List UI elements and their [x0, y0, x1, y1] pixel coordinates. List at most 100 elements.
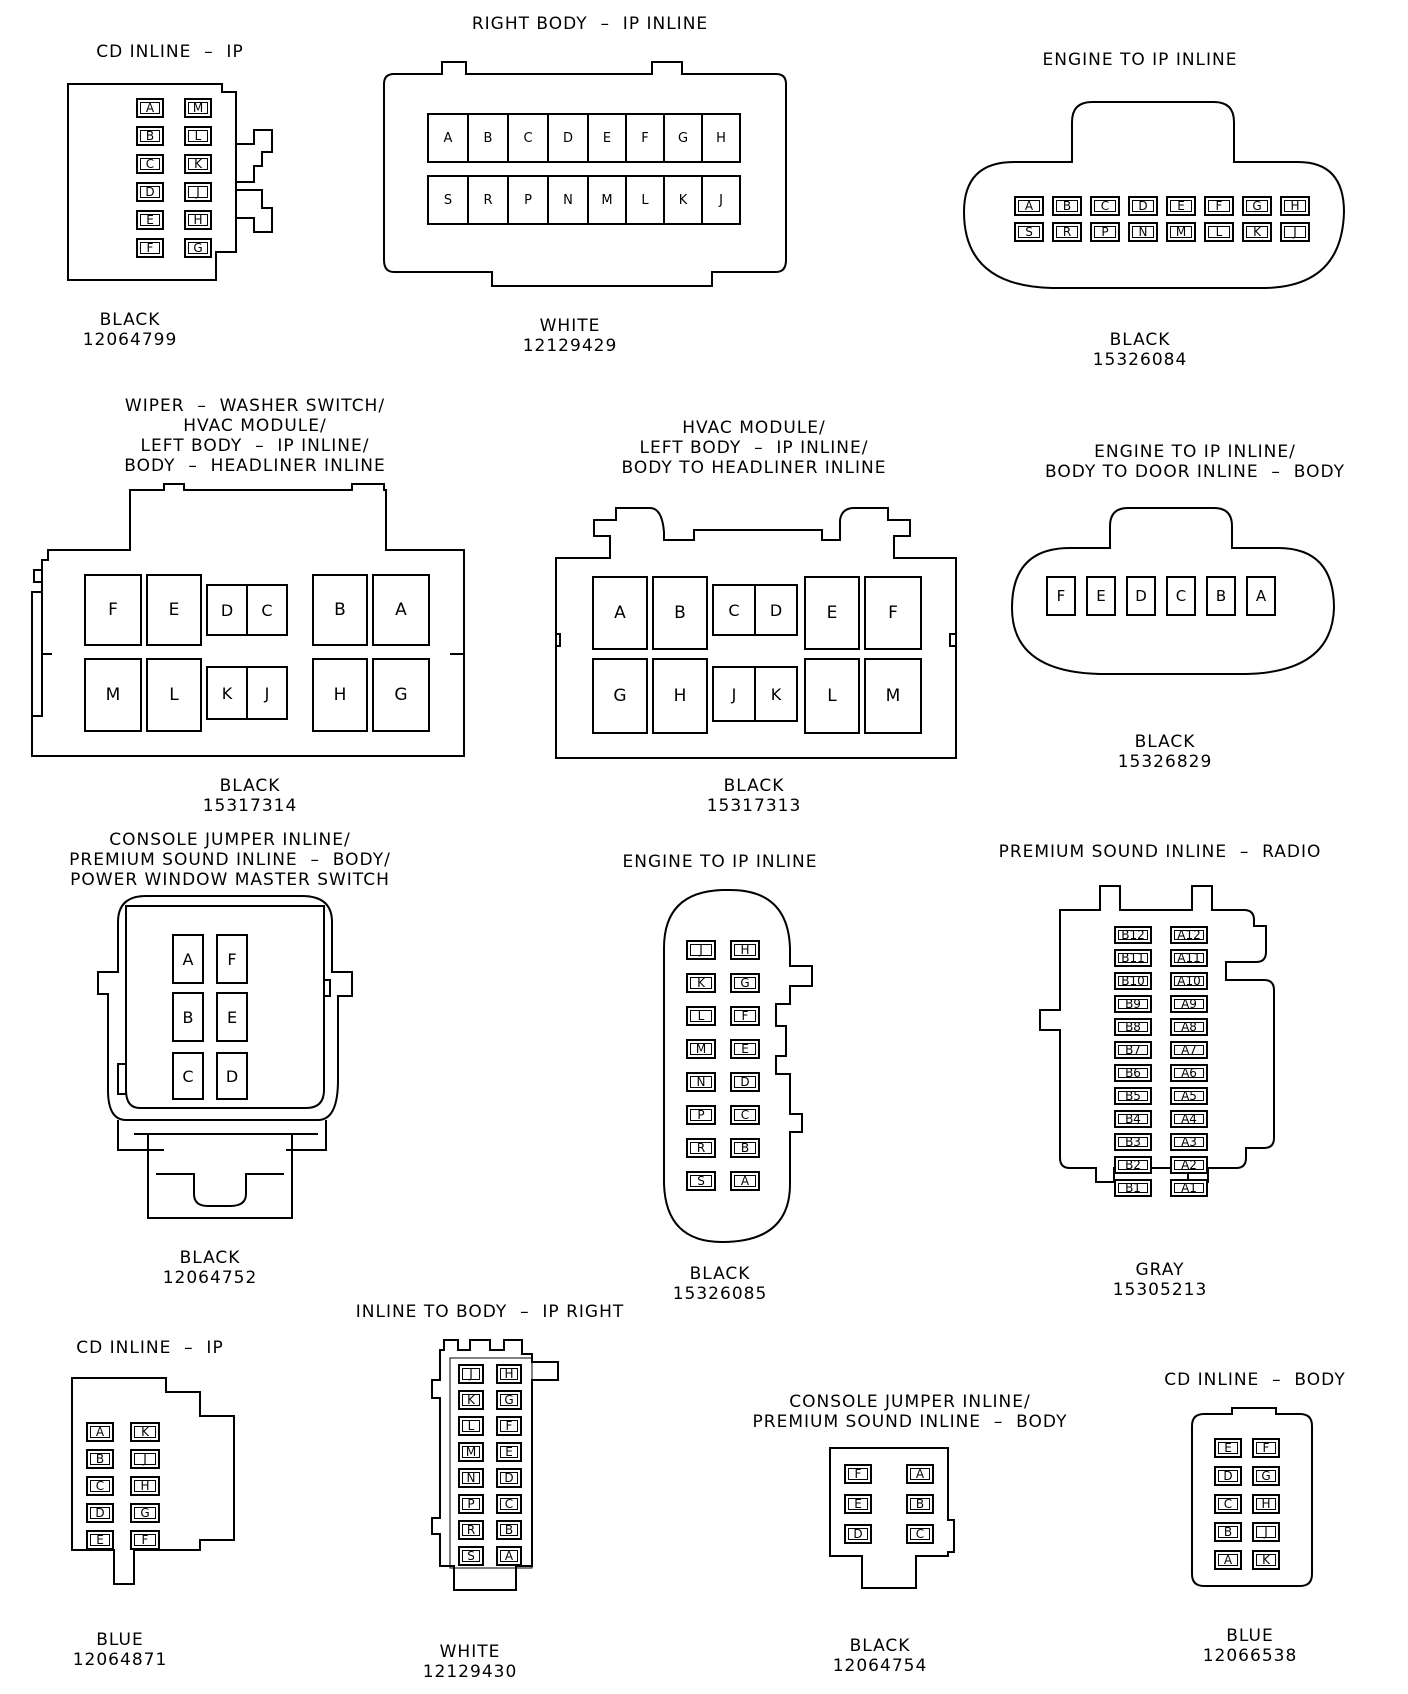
connector-part-number: 15317314	[202, 796, 298, 816]
pin: B	[652, 576, 708, 650]
connector-color: BLUE	[96, 1630, 144, 1650]
pin: H	[1280, 196, 1310, 216]
pin: F	[496, 1416, 522, 1436]
pin: C	[172, 1052, 204, 1100]
connector-title: HVAC MODULE/ LEFT BODY – IP INLINE/ BODY…	[621, 418, 887, 478]
connector-title: CD INLINE – IP	[76, 1338, 224, 1358]
pin: G	[130, 1503, 160, 1523]
connector-outline	[962, 101, 1346, 289]
pin: F	[136, 238, 164, 258]
connector-right-body-ip-inline: RIGHT BODY – IP INLINE A B C D E F G H S…	[380, 14, 800, 356]
connector-title: ENGINE TO IP INLINE	[622, 852, 818, 872]
pin: B4	[1114, 1110, 1152, 1128]
connector-outline	[71, 1377, 235, 1585]
pin: G	[730, 973, 760, 993]
connector-outline	[67, 83, 273, 281]
pin: C	[730, 1105, 760, 1125]
connector-body	[828, 1444, 988, 1594]
connector-outline	[1010, 507, 1336, 675]
connector-cd-inline-ip-black: CD INLINE – IP A M B L C K D J E H F G B…	[60, 40, 320, 360]
pin: S	[458, 1546, 484, 1566]
pin: C	[1166, 576, 1196, 616]
pin: A	[592, 576, 648, 650]
pin: M	[1166, 222, 1196, 242]
pin: A	[372, 574, 430, 646]
pin: D	[136, 182, 164, 202]
pin: B	[468, 114, 508, 162]
pin: J	[702, 176, 740, 224]
connector-color: BLACK	[1109, 330, 1171, 350]
pin: H	[130, 1476, 160, 1496]
pin: J	[184, 182, 212, 202]
pin: D	[844, 1524, 872, 1544]
pin: E	[136, 210, 164, 230]
pin: H	[184, 210, 212, 230]
connector-title: WIPER – WASHER SWITCH/ HVAC MODULE/ LEFT…	[124, 396, 386, 476]
pin: D	[730, 1072, 760, 1092]
pin: A	[496, 1546, 522, 1566]
connector-title: CD INLINE – BODY	[1164, 1370, 1346, 1390]
connector-color: BLACK	[689, 1264, 751, 1284]
pin: A8	[1170, 1018, 1208, 1036]
connector-title: PREMIUM SOUND INLINE – RADIO	[998, 842, 1322, 862]
pin: R	[468, 176, 508, 224]
pin: B	[1052, 196, 1082, 216]
pin: B	[1206, 576, 1236, 616]
connector-title: ENGINE TO IP INLINE/ BODY TO DOOR INLINE…	[1044, 442, 1345, 482]
pin: G	[1242, 196, 1272, 216]
connector-part-number: 12064752	[162, 1268, 258, 1288]
connector-part-number: 15326829	[1117, 752, 1213, 772]
pin: N	[1128, 222, 1158, 242]
pin: B9	[1114, 995, 1152, 1013]
connector-outline	[555, 507, 957, 759]
pin: A9	[1170, 995, 1208, 1013]
connector-part-number: 12129430	[422, 1662, 518, 1682]
pin: L	[804, 658, 860, 734]
pin: B1	[1114, 1179, 1152, 1197]
pin: B2	[1114, 1156, 1152, 1174]
pin: P	[1090, 222, 1120, 242]
connector-part-number: 15326085	[672, 1284, 768, 1304]
pin: B	[312, 574, 368, 646]
pin: A5	[1170, 1087, 1208, 1105]
connector-console-jumper-power-window: CONSOLE JUMPER INLINE/ PREMIUM SOUND INL…	[69, 830, 410, 1310]
pin: K	[664, 176, 702, 224]
connector-part-number: 12129429	[522, 336, 618, 356]
pin: B	[496, 1520, 522, 1540]
pin: J	[1252, 1522, 1280, 1542]
pin: A4	[1170, 1110, 1208, 1128]
pin: A	[906, 1464, 934, 1484]
pin: K	[754, 666, 798, 722]
pin: J	[686, 940, 716, 960]
pin: S	[1014, 222, 1044, 242]
connector-color: WHITE	[439, 1642, 501, 1662]
pin: H	[1252, 1494, 1280, 1514]
pin: B10	[1114, 972, 1152, 990]
connector-body	[430, 1338, 610, 1618]
connector-body	[1190, 1406, 1350, 1616]
connector-body	[554, 484, 974, 774]
pin: A12	[1170, 926, 1208, 944]
pin: D	[86, 1503, 114, 1523]
pin: D	[206, 584, 248, 636]
pin: B7	[1114, 1041, 1152, 1059]
pin: C	[246, 584, 288, 636]
pin: C	[86, 1476, 114, 1496]
connector-color: BLACK	[1134, 732, 1196, 752]
connector-body	[382, 54, 792, 294]
connector-engine-to-ip-body-to-door: ENGINE TO IP INLINE/ BODY TO DOOR INLINE…	[1010, 442, 1400, 782]
connector-color: BLACK	[179, 1248, 241, 1268]
pin: P	[458, 1494, 484, 1514]
pin: B	[172, 992, 204, 1042]
connector-color: BLACK	[219, 776, 281, 796]
pin: B6	[1114, 1064, 1152, 1082]
connector-outline	[31, 483, 465, 757]
pin: A2	[1170, 1156, 1208, 1174]
pin: G	[664, 114, 702, 162]
pin: L	[686, 1006, 716, 1026]
connector-outline	[1039, 885, 1275, 1183]
pin: E	[86, 1530, 114, 1550]
pin: B	[730, 1138, 760, 1158]
pin: A	[1014, 196, 1044, 216]
connector-outline	[431, 1339, 559, 1591]
